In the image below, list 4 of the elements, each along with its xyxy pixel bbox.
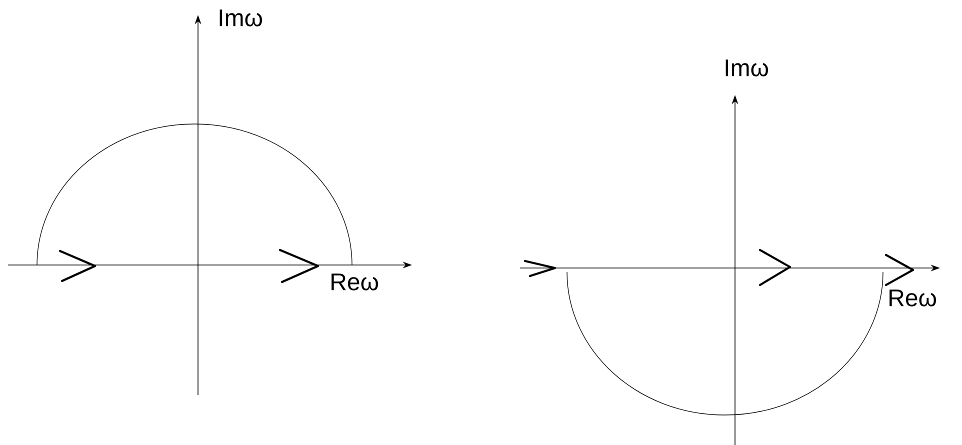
axis-label: Reω: [332, 274, 378, 290]
axis-label: Imω: [726, 60, 768, 76]
axis-label: Imω: [220, 10, 262, 26]
axis-label: Reω: [890, 290, 936, 306]
